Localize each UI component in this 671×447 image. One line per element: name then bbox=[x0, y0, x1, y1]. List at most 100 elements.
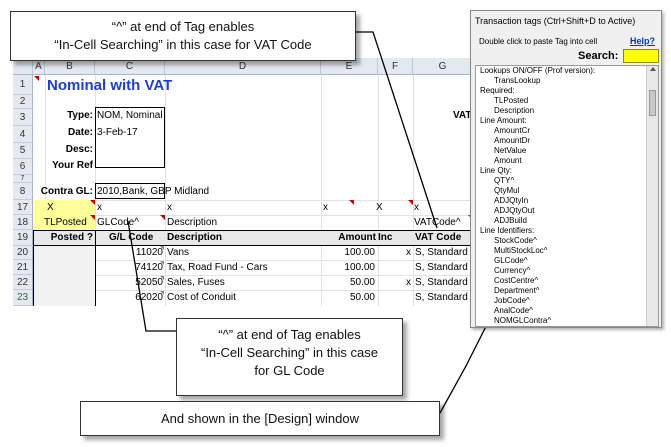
tag-list-item[interactable]: MultiStockLoc^ bbox=[494, 246, 548, 255]
row17-g[interactable]: x bbox=[414, 202, 419, 213]
tag-list-item[interactable]: StockCode^ bbox=[494, 236, 537, 245]
line-description[interactable]: Sales, Fuses bbox=[167, 277, 225, 288]
column-header-b[interactable]: B bbox=[45, 58, 95, 75]
line-inc[interactable]: x bbox=[406, 247, 411, 258]
line-glcode[interactable]: 74120 bbox=[135, 262, 163, 273]
column-header-a[interactable]: A bbox=[33, 58, 45, 75]
row17-d[interactable]: x bbox=[167, 202, 172, 213]
column-header-d[interactable]: D bbox=[165, 58, 321, 75]
tag-list-item[interactable]: Line Qty: bbox=[480, 166, 513, 175]
tag-list-item[interactable]: ItemNo bbox=[480, 326, 644, 327]
column-header-f[interactable]: F bbox=[378, 58, 413, 75]
column-header-g[interactable]: G bbox=[413, 58, 473, 75]
header-amount: Amount bbox=[338, 232, 376, 243]
row-header[interactable]: 19 bbox=[13, 230, 33, 246]
tag-list-item[interactable]: Description bbox=[494, 106, 535, 115]
row-header[interactable]: 18 bbox=[13, 215, 33, 230]
row17-f[interactable]: X bbox=[376, 202, 383, 213]
tag-list-item[interactable]: JobCode^ bbox=[494, 296, 530, 305]
corner-select-all[interactable] bbox=[13, 58, 33, 75]
line-description[interactable]: Vans bbox=[167, 247, 190, 258]
tag-list-item[interactable]: QtyMul bbox=[494, 186, 520, 195]
tag-list-item[interactable]: AnalCode^ bbox=[494, 306, 533, 315]
contra-gl-box[interactable] bbox=[95, 183, 165, 199]
header-description: Description bbox=[167, 232, 223, 243]
tag-list-item[interactable]: Lookups ON/OFF (Prof version): bbox=[480, 66, 596, 75]
tag-list-item[interactable]: Amount bbox=[494, 156, 522, 165]
tag-list-item[interactable]: ADJQtyIn bbox=[494, 196, 529, 205]
tag-list-item[interactable]: NetValue bbox=[494, 146, 527, 155]
tag-list-item[interactable]: NOMGLContra^ bbox=[494, 316, 552, 325]
row-header[interactable]: 23 bbox=[13, 290, 33, 306]
contra-gl-value[interactable]: 2010,Bank, GBP Midland bbox=[97, 186, 210, 197]
tag-list-item[interactable]: GLCode^ bbox=[494, 256, 528, 265]
row-header[interactable]: 1 bbox=[13, 75, 33, 95]
callout-design-window: And shown in the [Design] window bbox=[80, 401, 440, 436]
callout-middle-line3: for GL Code bbox=[254, 363, 325, 378]
tag-list-scrollbar[interactable] bbox=[646, 66, 658, 326]
tag-list-item[interactable]: Line Amount: bbox=[480, 116, 527, 125]
tag-list-item[interactable]: ADJQtyOut bbox=[494, 206, 535, 215]
help-link[interactable]: Help? bbox=[629, 36, 655, 46]
row-header[interactable]: 17 bbox=[13, 200, 33, 215]
tag-list-item[interactable]: QTY^ bbox=[494, 176, 515, 185]
posted-column bbox=[33, 246, 95, 306]
line-glcode[interactable]: 62020 bbox=[135, 292, 163, 303]
line-vatcode[interactable]: S, Standard bbox=[415, 277, 468, 288]
row-header[interactable]: 3 bbox=[13, 109, 33, 126]
tag-list-item[interactable]: TLPosted bbox=[494, 96, 529, 105]
line-glcode[interactable]: 52050 bbox=[135, 277, 163, 288]
tag-list[interactable]: Lookups ON/OFF (Prof version):TransLooku… bbox=[475, 65, 659, 327]
scroll-up-arrow-icon[interactable] bbox=[650, 67, 656, 71]
row17-b[interactable]: X bbox=[47, 202, 54, 213]
date-label: Date: bbox=[67, 127, 93, 138]
line-description[interactable]: Cost of Conduit bbox=[167, 292, 236, 303]
tag-vatcode[interactable]: VATCode^ bbox=[414, 217, 461, 228]
row-header[interactable]: 7 bbox=[13, 175, 33, 183]
row-header[interactable]: 6 bbox=[13, 159, 33, 175]
tag-list-item[interactable]: ADJBuild bbox=[494, 216, 527, 225]
row-header[interactable]: 20 bbox=[13, 246, 33, 260]
tag-glcode[interactable]: GLCode^ bbox=[97, 217, 139, 228]
row-header[interactable]: 2 bbox=[13, 95, 33, 109]
tag-list-item[interactable]: Required: bbox=[480, 86, 515, 95]
line-inc[interactable]: x bbox=[406, 277, 411, 288]
line-amount[interactable]: 50.00 bbox=[349, 292, 375, 303]
tag-tlposted[interactable]: TLPosted bbox=[44, 217, 87, 228]
line-description[interactable]: Tax, Road Fund - Cars bbox=[167, 262, 268, 273]
row-header[interactable]: 4 bbox=[13, 126, 33, 143]
date-value[interactable]: 3-Feb-17 bbox=[97, 127, 138, 138]
tlposted-flag-cell[interactable] bbox=[33, 200, 95, 230]
line-amount[interactable]: 100.00 bbox=[344, 247, 375, 258]
tag-list-item[interactable]: Department^ bbox=[494, 286, 540, 295]
tag-list-item[interactable]: TransLookup bbox=[494, 76, 541, 85]
row17-e[interactable]: x bbox=[323, 202, 328, 213]
row-header[interactable]: 5 bbox=[13, 143, 33, 159]
tag-list-item[interactable]: Currency^ bbox=[494, 266, 531, 275]
callout-top-line1: “^” at end of Tag enables bbox=[111, 19, 255, 34]
type-value[interactable]: NOM, Nominal bbox=[97, 110, 163, 121]
search-input[interactable] bbox=[623, 49, 659, 63]
scroll-thumb[interactable] bbox=[649, 90, 656, 116]
contra-gl-label: Contra GL: bbox=[40, 186, 93, 197]
callout-vat-code: “^” at end of Tag enables “In-Cell Searc… bbox=[10, 11, 356, 61]
row-header[interactable]: 8 bbox=[13, 183, 33, 200]
line-amount[interactable]: 100.00 bbox=[344, 262, 375, 273]
tag-panel-hint: Double click to paste Tag into cell bbox=[479, 37, 598, 46]
row-header[interactable]: 22 bbox=[13, 275, 33, 290]
tag-list-item[interactable]: CostCentre^ bbox=[494, 276, 539, 285]
line-vatcode[interactable]: S, Standard bbox=[415, 247, 468, 258]
line-glcode[interactable]: 11020 bbox=[135, 247, 163, 258]
line-vatcode[interactable]: S, Standard bbox=[415, 292, 468, 303]
tag-description[interactable]: Description bbox=[167, 217, 218, 228]
column-header-c[interactable]: C bbox=[95, 58, 165, 75]
tag-list-item[interactable]: Line Identifiers: bbox=[480, 226, 535, 235]
tag-list-item[interactable]: AmountCr bbox=[494, 126, 531, 135]
tag-list-item[interactable]: AmountDr bbox=[494, 136, 531, 145]
spreadsheet: A B C D E F G 1 2 3 4 5 6 7 8 17 18 19 2… bbox=[13, 58, 473, 306]
line-amount[interactable]: 50.00 bbox=[349, 277, 375, 288]
row-header[interactable]: 21 bbox=[13, 260, 33, 275]
callout-gl-code: “^” at end of Tag enables “In-Cell Searc… bbox=[176, 318, 403, 396]
line-vatcode[interactable]: S, Standard bbox=[415, 262, 468, 273]
row17-c[interactable]: x bbox=[97, 202, 102, 213]
